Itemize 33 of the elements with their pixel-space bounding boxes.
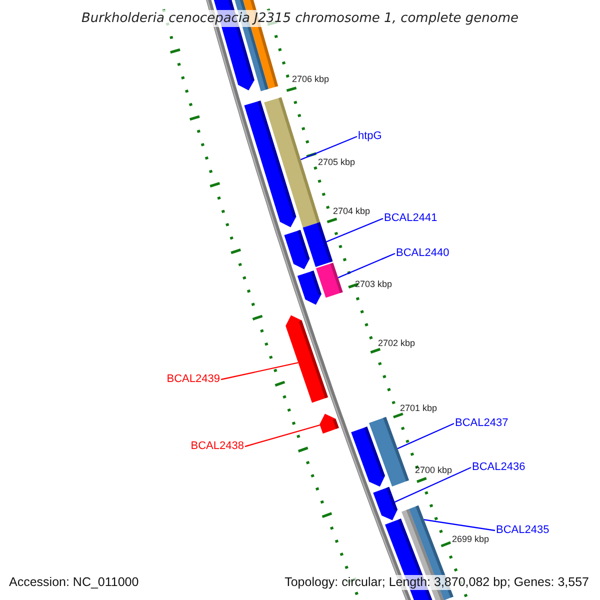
leader-line (326, 218, 384, 242)
tick-label: 2701 kbp (400, 403, 438, 413)
gene-label: BCAL2440 (396, 247, 450, 260)
gene-block (286, 315, 328, 403)
gene-block (373, 486, 398, 520)
gene-label: BCAL2441 (384, 212, 438, 225)
tick-label: 2706 kbp (292, 74, 330, 84)
gene-block (351, 426, 385, 487)
gene-label: htpG (358, 130, 382, 143)
leader-line (220, 362, 298, 380)
tick-label: 2700 kbp (415, 465, 452, 475)
tick-label: 2702 kbp (378, 338, 416, 348)
tick-label: 2705 kbp (318, 157, 356, 167)
genome-stats-text: Topology: circular; Length: 3,870,082 bp; Genes: 3,557 (282, 575, 591, 590)
leader-line (244, 424, 320, 448)
accession-text: Accession: NC_011000 (8, 575, 140, 590)
tick-label: 2704 kbp (333, 206, 370, 216)
gene-block (316, 262, 343, 298)
leader-line (338, 252, 396, 278)
leader-line (300, 136, 358, 160)
gene-label: BCAL2436 (472, 461, 526, 474)
gene-label: BCAL2438 (190, 440, 244, 453)
gene-block (244, 100, 296, 228)
tick-label: 2703 kbp (355, 279, 392, 289)
gene-label: BCAL2439 (166, 373, 220, 386)
gene-label: BCAL2437 (455, 417, 508, 430)
gene-block (320, 414, 339, 434)
leader-line (394, 466, 472, 503)
gene-label: BCAL2435 (496, 524, 550, 537)
tick-label: 2699 kbp (452, 534, 490, 544)
gene-block (297, 270, 322, 305)
leader-line (397, 422, 454, 450)
gene-block (284, 230, 310, 270)
